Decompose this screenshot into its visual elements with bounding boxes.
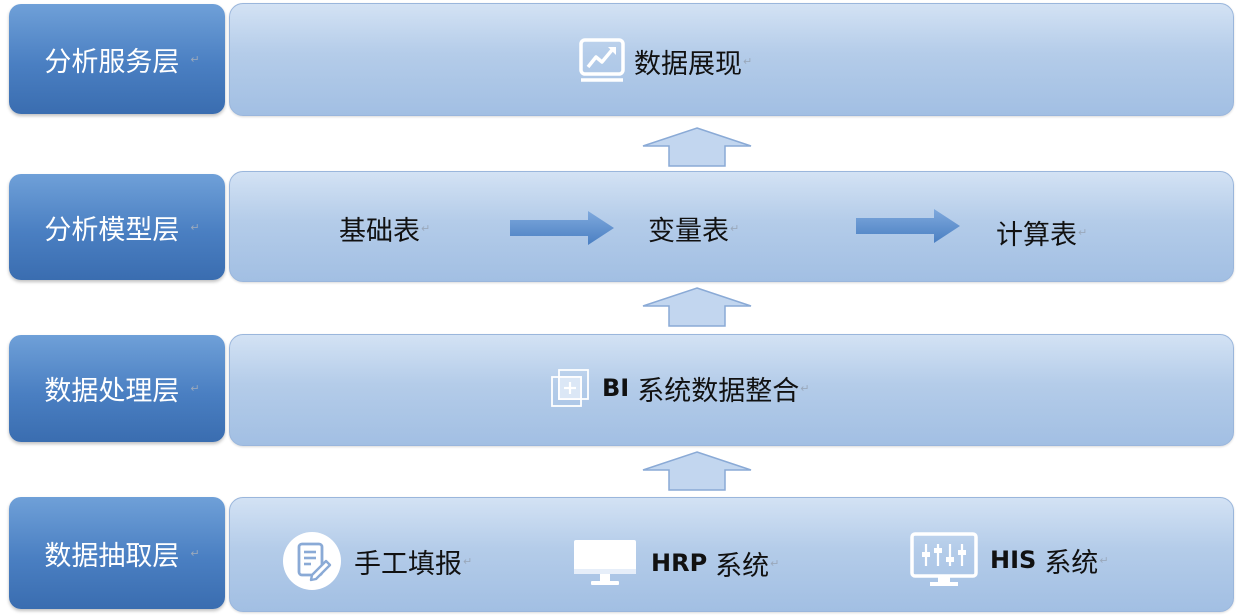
layer-label-processing-text: 数据处理层: [44, 376, 180, 407]
processing-item-suffix: 系统数据整合: [637, 375, 800, 407]
monitor-icon: [574, 540, 636, 585]
form-edit-icon: [283, 532, 341, 590]
right-arrow-1: [510, 211, 614, 245]
extraction-item-hrp-suffix: 系统: [715, 550, 770, 582]
extraction-item-hrp: HRP 系统↵: [573, 538, 779, 588]
layer-label-service-text: 分析服务层: [44, 46, 180, 78]
layer-band-model: [229, 171, 1234, 282]
model-item-calc-table-text: 计算表: [996, 219, 1077, 251]
model-item-variable-table: 变量表↵: [648, 206, 739, 250]
extraction-item-hrp-prefix: HRP: [651, 549, 708, 577]
service-item: 数据展现↵: [578, 36, 752, 86]
layer-band-processing: [229, 334, 1234, 446]
extraction-item-his-suffix: 系统: [1044, 547, 1099, 579]
model-item-base-table-text: 基础表: [339, 215, 420, 247]
extraction-item-his: HIS 系统↵: [910, 532, 1109, 588]
up-arrow-2: [642, 287, 752, 327]
layer-label-model-text: 分析模型层: [44, 214, 180, 246]
model-item-variable-table-text: 变量表: [648, 215, 729, 247]
model-item-base-table: 基础表↵: [339, 206, 430, 250]
up-arrow-1: [642, 127, 752, 167]
service-item-text: 数据展现: [634, 48, 742, 80]
layer-label-model: 分析模型层↵: [9, 174, 225, 280]
layer-label-extraction: 数据抽取层↵: [9, 497, 225, 609]
chart-trend-icon: [579, 38, 625, 82]
processing-item-prefix: BI: [602, 374, 630, 402]
extraction-item-manual-text: 手工填报: [354, 548, 462, 580]
extraction-item-his-prefix: HIS: [990, 546, 1037, 574]
layer-band-extraction: [229, 497, 1234, 612]
layer-label-service: 分析服务层↵: [9, 4, 225, 114]
processing-item: BI 系统数据整合↵: [550, 366, 809, 410]
layer-band-service: [229, 3, 1234, 116]
up-arrow-3: [642, 451, 752, 491]
layer-label-extraction-text: 数据抽取层: [44, 540, 180, 572]
right-arrow-2: [856, 209, 960, 243]
layer-label-processing: 数据处理层↵: [9, 335, 225, 442]
sliders-icon: [910, 532, 978, 586]
extraction-item-manual: 手工填报↵: [282, 531, 472, 591]
integration-icon: [551, 369, 589, 407]
model-item-calc-table: 计算表↵: [996, 210, 1087, 254]
